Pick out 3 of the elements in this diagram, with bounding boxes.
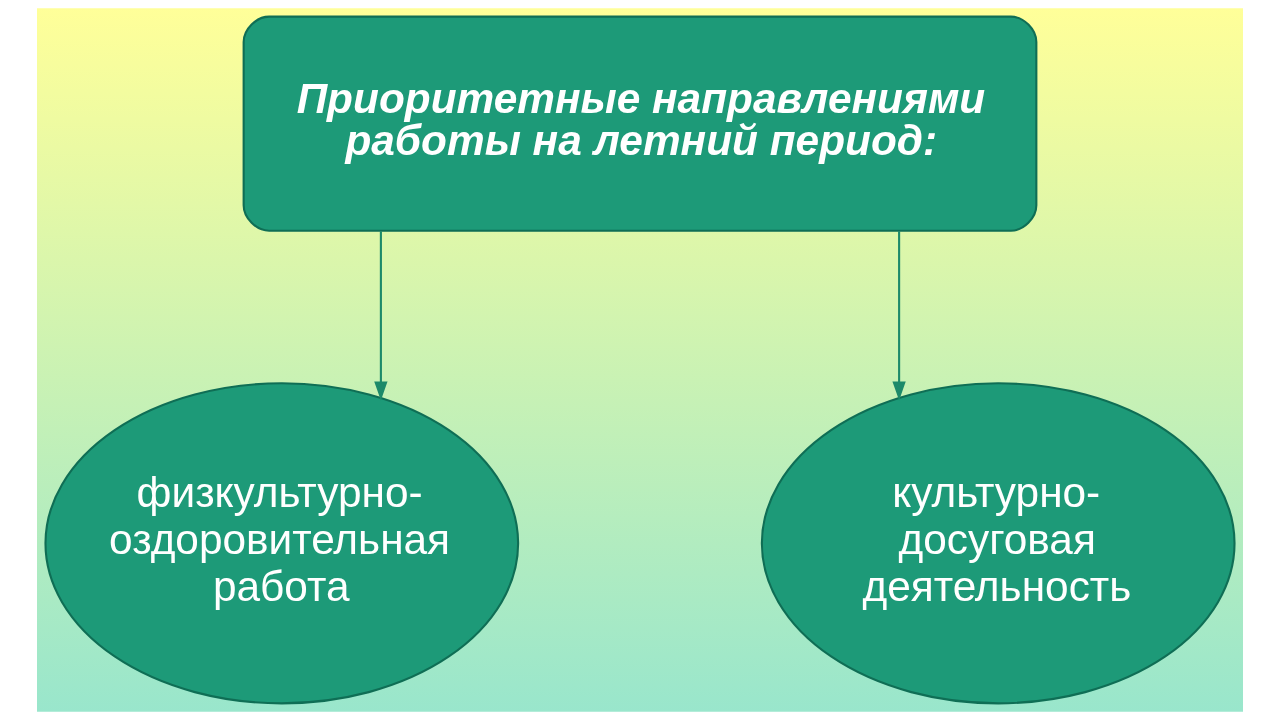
- arrow: [374, 231, 388, 401]
- arrow: [892, 231, 906, 401]
- node-box: Приоритетные направлениями работы на летний период:: [242, 15, 1038, 232]
